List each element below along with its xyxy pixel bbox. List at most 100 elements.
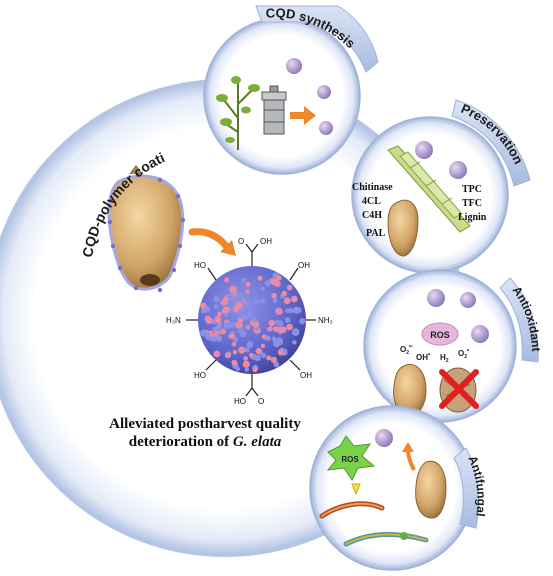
surface-dot xyxy=(268,319,276,327)
plant-icon xyxy=(216,76,260,150)
surface-dot xyxy=(200,302,207,309)
surface-dot xyxy=(223,322,231,330)
cqd-dot-antioxidant-2 xyxy=(460,292,476,308)
cqd-dot-preservation-1 xyxy=(415,141,433,159)
surface-dot xyxy=(241,277,247,283)
surface-dot xyxy=(224,277,230,283)
group-oh-top: OH xyxy=(260,237,272,246)
surface-dot xyxy=(213,295,220,302)
surface-dot xyxy=(243,356,249,361)
antioxidant-panel: Antioxidant ROS O2•- OH• H2 O2• xyxy=(363,269,543,423)
coated-tuber-image xyxy=(107,165,186,293)
surface-dot xyxy=(216,323,222,330)
metabolite-tfc: TFC xyxy=(462,198,482,209)
surface-dot xyxy=(296,307,302,313)
metabolite-tpc: TPC xyxy=(462,184,482,195)
surface-dot xyxy=(245,289,250,294)
cqd-synthesis-panel: CQD synthesis xyxy=(203,5,379,175)
red-cross-icon xyxy=(439,369,479,409)
surface-dot xyxy=(247,311,253,317)
surface-dot xyxy=(277,349,284,356)
surface-dot xyxy=(213,304,219,310)
radical-h2: H2 xyxy=(440,353,449,364)
surface-dot xyxy=(259,298,266,304)
surface-dot xyxy=(252,320,260,328)
enzyme-4cl: 4CL xyxy=(362,196,381,207)
antifungal-arrow xyxy=(402,442,416,471)
surface-dot xyxy=(224,352,231,359)
cqd-dot-antifungal xyxy=(375,429,393,447)
metabolite-lignin: Lignin xyxy=(458,212,487,223)
surface-dot xyxy=(235,366,241,372)
surface-dot xyxy=(276,337,283,345)
nanoparticle-surface-groups xyxy=(199,272,306,373)
enzyme-c4h: C4H xyxy=(362,210,382,221)
tuber-preservation-icon xyxy=(387,199,419,257)
cqd-dot-antioxidant-3 xyxy=(471,325,489,343)
surface-dot xyxy=(242,360,250,368)
enzyme-chitinase: Chitinase xyxy=(352,182,393,193)
surface-dot xyxy=(272,298,278,304)
surface-dot xyxy=(286,323,293,331)
group-ho-bottom: HO xyxy=(234,397,246,406)
surface-dot xyxy=(244,347,250,353)
surface-dot xyxy=(210,335,217,342)
ros-burst-antifungal: ROS xyxy=(326,435,376,481)
cqd-dot-antioxidant-1 xyxy=(427,289,445,307)
surface-dot xyxy=(286,284,293,291)
radical-labels: O2•- OH• H2 O2• xyxy=(400,344,469,364)
surface-dot xyxy=(222,306,230,314)
surface-dot xyxy=(204,331,210,338)
group-h3n-left: H₃N xyxy=(166,316,181,325)
preservation-enzyme-list: Chitinase 4CL C4H PAL xyxy=(352,182,393,239)
ros-cloud-antioxidant: ROS xyxy=(421,322,459,346)
synthesis-arrow xyxy=(290,106,316,125)
coating-arrow xyxy=(188,228,236,256)
surface-dot xyxy=(264,280,271,287)
group-o-bottom: O xyxy=(258,397,264,406)
lightning-icon xyxy=(351,483,361,496)
caption-line-2: deterioration of G. elata xyxy=(129,434,282,450)
surface-dot xyxy=(233,337,239,343)
radical-oh: OH• xyxy=(416,352,430,362)
surface-dot xyxy=(248,352,254,358)
cell-wall-illustration xyxy=(387,145,471,233)
surface-dot xyxy=(246,341,254,349)
surface-dot xyxy=(283,297,291,305)
ros-text-antifungal: ROS xyxy=(341,455,359,464)
surface-dot xyxy=(266,355,272,361)
surface-dot xyxy=(227,292,235,300)
fungus-cell-2-icon xyxy=(343,531,429,547)
surface-dot xyxy=(254,299,260,305)
surface-dot xyxy=(219,328,226,335)
surface-dot xyxy=(245,281,251,287)
surface-dot xyxy=(213,350,221,358)
surface-dot xyxy=(277,326,284,333)
group-ho-top-left: HO xyxy=(194,261,206,270)
group-nh3-right: NH₃ xyxy=(318,316,333,325)
surface-dot xyxy=(232,349,238,355)
surface-dot xyxy=(204,315,211,322)
surface-dot xyxy=(273,361,280,368)
surface-dot xyxy=(252,367,258,373)
surface-dot xyxy=(245,325,251,330)
surface-dot xyxy=(254,354,261,362)
preservation-panel: Preservation Chitinase 4CL C4H PAL TPC T… xyxy=(351,99,531,274)
surface-dot xyxy=(214,331,219,336)
group-oh-top-right: OH xyxy=(298,261,310,270)
surface-dot xyxy=(284,317,291,323)
surface-dot xyxy=(231,341,237,347)
fungus-cell-1-icon xyxy=(319,501,385,519)
surface-dot xyxy=(273,326,280,332)
surface-dot xyxy=(276,275,282,281)
surface-dot xyxy=(229,321,236,328)
cqd-dot-preservation-2 xyxy=(449,161,467,179)
enzyme-pal: PAL xyxy=(366,228,386,239)
surface-dot xyxy=(239,330,247,338)
surface-dot xyxy=(288,307,294,314)
cqd-nanoparticle: OH O HO OH H₃N NH₃ HO HO O OH xyxy=(166,237,333,406)
surface-dot xyxy=(217,311,222,317)
surface-dot xyxy=(200,309,206,314)
surface-dot xyxy=(260,286,265,292)
